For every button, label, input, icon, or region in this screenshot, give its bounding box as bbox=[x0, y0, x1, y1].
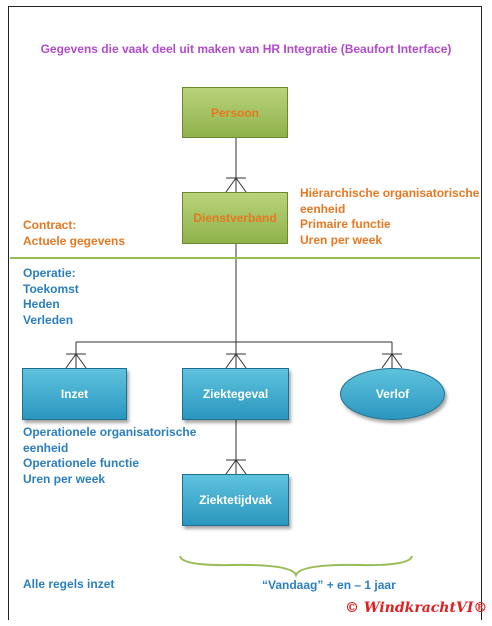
entity-inzet: Inzet bbox=[22, 368, 127, 420]
note-dienstverband-attributes: Hiërarchische organisatorische eenheid P… bbox=[300, 186, 479, 248]
entity-verlof: Verlof bbox=[340, 368, 445, 420]
entity-persoon-label: Persoon bbox=[210, 105, 259, 120]
note-line: Operationele functie bbox=[23, 456, 140, 470]
note-vandaag: “Vandaag” + en – 1 jaar bbox=[262, 578, 396, 592]
note-contract: Contract: Actuele gegevens bbox=[23, 218, 125, 249]
copyright-mark: © WindkrachtVI® bbox=[345, 600, 488, 616]
entity-verlof-label: Verlof bbox=[375, 387, 410, 401]
entity-ziektetijdvak-label: Ziektetijdvak bbox=[199, 493, 272, 507]
entity-ziektetijdvak: Ziektetijdvak bbox=[182, 474, 289, 526]
note-line: Toekomst bbox=[23, 281, 79, 296]
note-line: Uren per week bbox=[23, 471, 106, 486]
note-line: Verleden bbox=[23, 312, 74, 327]
note-line: eenheid bbox=[300, 201, 346, 216]
note-line: eenheid bbox=[23, 440, 69, 455]
page-frame bbox=[8, 6, 482, 620]
note-line: Heden bbox=[23, 297, 60, 311]
note-operatie: Operatie: Toekomst Heden Verleden bbox=[23, 266, 79, 328]
note-line: Uren per week bbox=[300, 232, 383, 247]
note-line: Primaire functie bbox=[300, 217, 391, 231]
entity-ziektegeval-label: Ziektegeval bbox=[202, 387, 269, 401]
note-line: Operationele organisatorische bbox=[23, 425, 197, 439]
note-line: Hiërarchische organisatorische bbox=[300, 186, 480, 200]
note-line: Operatie: bbox=[23, 266, 76, 280]
note-alle-regels: Alle regels inzet bbox=[23, 577, 115, 591]
note-line: Actuele gegevens bbox=[23, 233, 126, 248]
entity-ziektegeval: Ziektegeval bbox=[182, 368, 289, 420]
entity-dienstverband-label: Dienstverband bbox=[193, 211, 277, 225]
entity-dienstverband: Dienstverband bbox=[182, 192, 288, 244]
entity-inzet-label: Inzet bbox=[60, 387, 89, 401]
note-inzet-attributes: Operationele organisatorische eenheid Op… bbox=[23, 425, 196, 487]
entity-persoon: Persoon bbox=[182, 87, 288, 138]
diagram-title: Gegevens die vaak deel uit maken van HR … bbox=[40, 42, 452, 56]
note-line: Contract: bbox=[23, 218, 77, 232]
